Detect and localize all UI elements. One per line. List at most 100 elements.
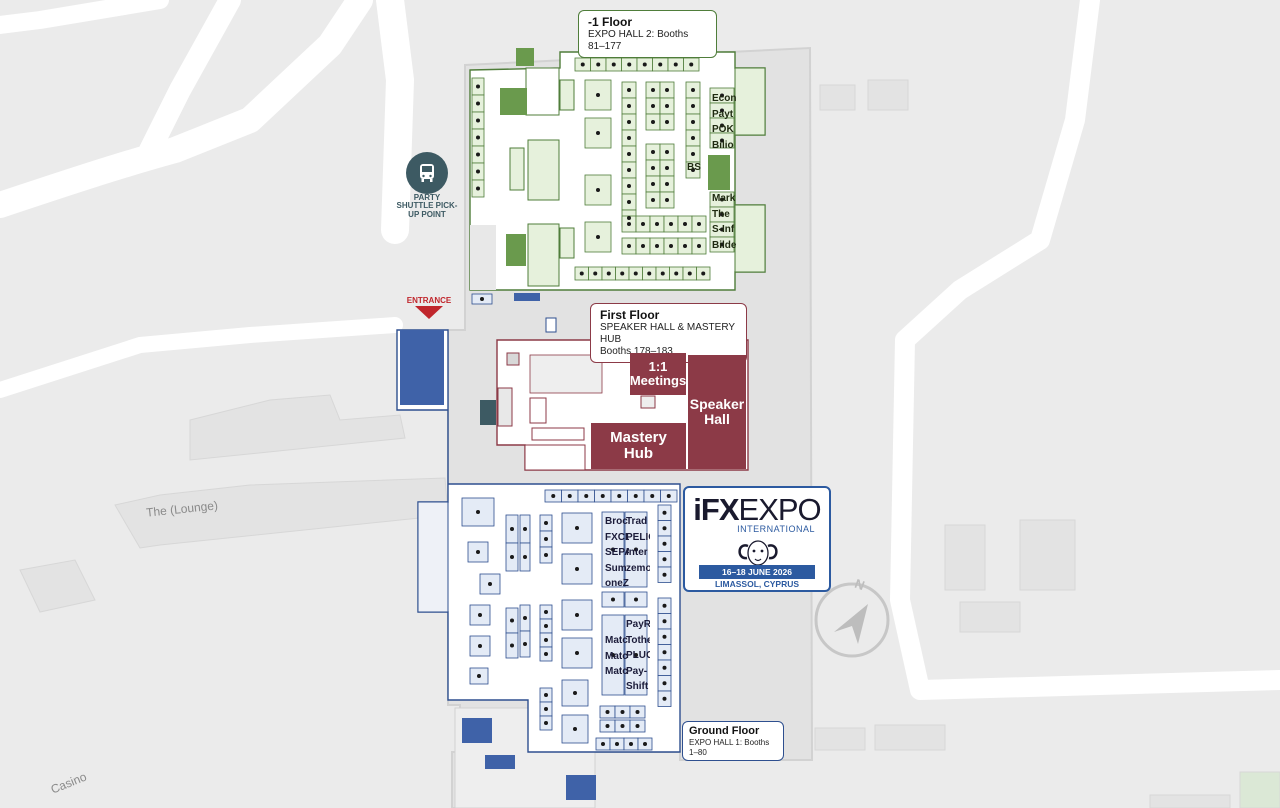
booth-label: BS [687, 162, 701, 173]
booth-label: Broc [605, 516, 628, 527]
booth[interactable] [584, 117, 612, 149]
booth-marker [720, 227, 724, 232]
booth-marker [627, 216, 631, 220]
first-floor-line1: SPEAKER HALL & MASTERY HUB [600, 322, 735, 346]
booth-marker [627, 88, 631, 92]
booth-marker [476, 169, 480, 174]
booth-marker [605, 724, 610, 728]
booth-marker [510, 555, 514, 559]
expo-hall-2[interactable] [469, 48, 766, 291]
mastery-hub[interactable]: Mastery Hub [591, 423, 686, 469]
booth-marker [615, 742, 619, 746]
booth-marker [620, 724, 625, 728]
surrounding-buildings [19, 79, 1280, 808]
booth-marker [573, 727, 577, 731]
booth-marker [544, 521, 548, 525]
booth-marker [575, 651, 579, 655]
booth-marker [575, 526, 579, 530]
booth-marker [544, 707, 548, 711]
booth-marker [634, 653, 638, 657]
booth-label: Mark [712, 193, 736, 204]
booth-marker [580, 62, 585, 67]
booth-label: PELIC [626, 531, 650, 543]
booth-marker [544, 610, 548, 614]
booth-marker [523, 527, 527, 531]
booth-marker [720, 138, 724, 143]
booth-label: PayR [626, 619, 650, 630]
booth-marker [635, 724, 640, 728]
first-floor-line2: Booths 178–183 [600, 346, 673, 358]
speaker-hall[interactable]: Speaker Hall [688, 355, 746, 469]
first-floor-title: First Floor [600, 308, 660, 322]
shuttle-stop[interactable] [406, 152, 448, 194]
booth-marker [476, 186, 480, 191]
booth-marker [606, 271, 611, 276]
booth-marker [651, 150, 655, 154]
booth-marker [691, 88, 695, 92]
booth-marker [662, 634, 667, 639]
booth-marker [544, 537, 548, 541]
meetings-room[interactable]: 1:1 Meetings [630, 353, 686, 395]
bus-icon [420, 164, 434, 182]
booth-marker [544, 553, 548, 557]
booth-label: Bilio [712, 139, 734, 151]
booth-marker [662, 541, 667, 546]
booth-marker [627, 62, 632, 67]
booth-marker [544, 721, 548, 725]
booth-marker [596, 235, 600, 239]
entrance-block [400, 330, 444, 405]
booth-marker [523, 616, 527, 620]
booth-marker [662, 619, 667, 624]
booth-label: Bilde [712, 239, 736, 251]
first-floor-label: First Floor SPEAKER HALL & MASTERY HUB B… [590, 303, 747, 364]
booth-label: Matc [605, 666, 628, 677]
booth-marker [662, 557, 667, 562]
booth-marker [510, 643, 514, 648]
booth-marker [665, 166, 669, 170]
roads [0, 0, 1280, 700]
booth-marker [651, 88, 655, 92]
booth-marker [573, 691, 577, 695]
expo-hall-1[interactable] [396, 293, 681, 800]
booth-label: FXCL [605, 531, 629, 543]
booth-marker [620, 271, 625, 276]
booth-marker [641, 244, 645, 248]
booth-marker [476, 84, 480, 89]
booth-marker [647, 271, 652, 276]
booth-marker [658, 62, 663, 67]
booth-marker [523, 642, 527, 646]
booth-label: Econ [712, 93, 736, 104]
booth-marker [627, 168, 631, 172]
booth-label: S-Inf [712, 224, 735, 235]
booth-label: Shift [626, 681, 649, 692]
booth-marker [627, 136, 631, 140]
logo-dates: 16–18 JUNE 2026 [699, 565, 815, 579]
logo-subtitle: INTERNATIONAL [737, 524, 815, 534]
booth-label: Payt [712, 108, 734, 120]
booth-marker [662, 572, 667, 577]
booth-marker [665, 198, 669, 202]
booth-marker [691, 168, 695, 172]
booth-marker [673, 62, 678, 67]
booth-marker [651, 182, 655, 186]
booth-marker [683, 222, 687, 226]
booth-marker [662, 696, 667, 701]
booth-marker [720, 212, 724, 217]
ground-floor-subtitle: EXPO HALL 1: Booths 1–80 [689, 738, 770, 757]
booth-marker [544, 652, 548, 656]
booth-marker [476, 152, 480, 157]
booth-marker [665, 182, 669, 186]
booth-marker [662, 681, 667, 686]
booth-marker [627, 120, 631, 124]
booth-marker [476, 101, 480, 106]
booth-marker [627, 244, 631, 248]
booth-marker [477, 674, 481, 678]
logo-brand-prefix: iFX [693, 492, 739, 527]
booth-marker [634, 547, 638, 552]
booth-marker [691, 152, 695, 156]
booth-marker [611, 547, 615, 552]
booth-marker [544, 638, 548, 642]
booth-marker [662, 650, 667, 655]
lower-floor-subtitle: EXPO HALL 2: Booths 81–177 [588, 29, 689, 53]
